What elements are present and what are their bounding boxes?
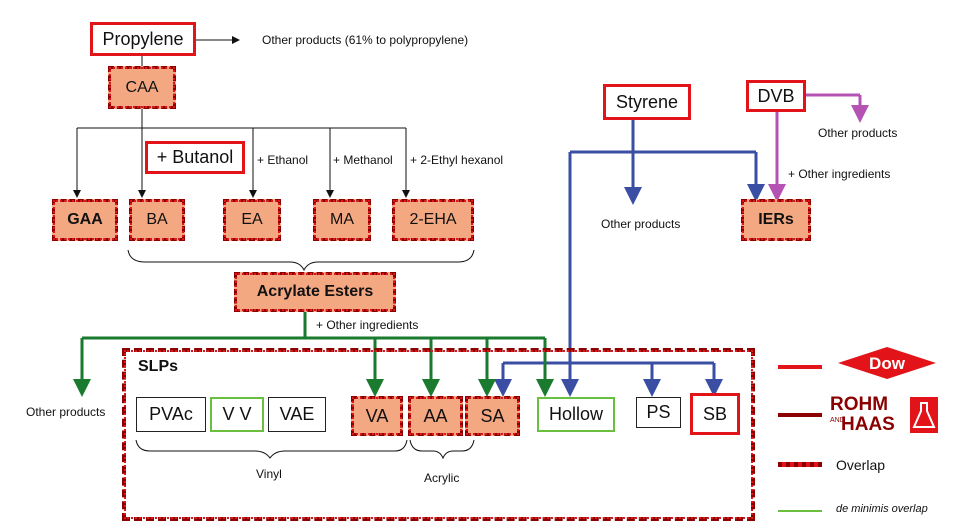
dow-logo-text: Dow — [869, 354, 906, 373]
legend-de-minimis-label: de minimis overlap — [836, 503, 928, 515]
rh-logo-line1: ROHM — [830, 394, 889, 415]
node-dvb: DVB — [746, 80, 806, 112]
label-ethanol: + Ethanol — [257, 153, 309, 167]
node-iers: IERs — [741, 199, 811, 241]
node-vv: V V — [210, 397, 264, 432]
node-aa: AA — [408, 396, 463, 436]
legend-rh-line — [778, 413, 822, 417]
acrylate-esters-brace — [127, 249, 475, 272]
node-ps: PS — [636, 397, 681, 428]
label-vinyl: Vinyl — [256, 467, 282, 481]
legend-de-minimis-line — [778, 510, 822, 512]
node-caa: CAA — [108, 66, 176, 109]
node-vae: VAE — [268, 397, 326, 432]
node-butanol: + Butanol — [145, 141, 245, 174]
vinyl-brace — [135, 439, 408, 459]
node-2-eha: 2-EHA — [392, 199, 474, 241]
legend-overlap-label: Overlap — [836, 457, 886, 473]
node-ma: MA — [313, 199, 371, 241]
acrylic-brace — [409, 439, 475, 460]
node-acrylate-esters: Acrylate Esters — [234, 272, 396, 312]
label-other-products-dvb: Other products — [818, 126, 898, 140]
node-propylene: Propylene — [90, 22, 196, 56]
rh-logo-line2: HAAS — [841, 414, 895, 435]
node-pvac: PVAc — [136, 397, 206, 432]
legend-dow-line — [778, 365, 822, 369]
label-2-ethyl-hexanol: + 2-Ethyl hexanol — [410, 153, 504, 167]
rh-flask-icon — [910, 397, 938, 433]
legend-overlap-line — [778, 462, 822, 467]
node-gaa: GAA — [52, 199, 118, 241]
node-styrene: Styrene — [603, 84, 691, 120]
node-sb: SB — [690, 393, 740, 435]
node-sa: SA — [465, 396, 520, 436]
node-hollow: Hollow — [537, 397, 615, 432]
label-other-products-styrene: Other products — [601, 217, 681, 231]
label-other-ingredients-acrylate: + Other ingredients — [316, 318, 419, 332]
rh-logo-and: AND — [830, 417, 845, 424]
label-other-products-slp: Other products — [26, 405, 106, 419]
slps-title: SLPs — [138, 358, 179, 375]
label-other-products-propylene: Other products (61% to polypropylene) — [262, 33, 469, 47]
rohm-haas-logo: ROHM AND HAAS — [830, 395, 940, 437]
label-acrylic: Acrylic — [424, 471, 460, 485]
node-va: VA — [351, 396, 403, 436]
dow-logo: Dow — [838, 347, 936, 379]
label-other-ingredients-dvb: + Other ingredients — [788, 167, 891, 181]
node-ba: BA — [129, 199, 185, 241]
node-ea: EA — [223, 199, 281, 241]
label-methanol: + Methanol — [333, 153, 393, 167]
slps-container — [122, 348, 755, 521]
